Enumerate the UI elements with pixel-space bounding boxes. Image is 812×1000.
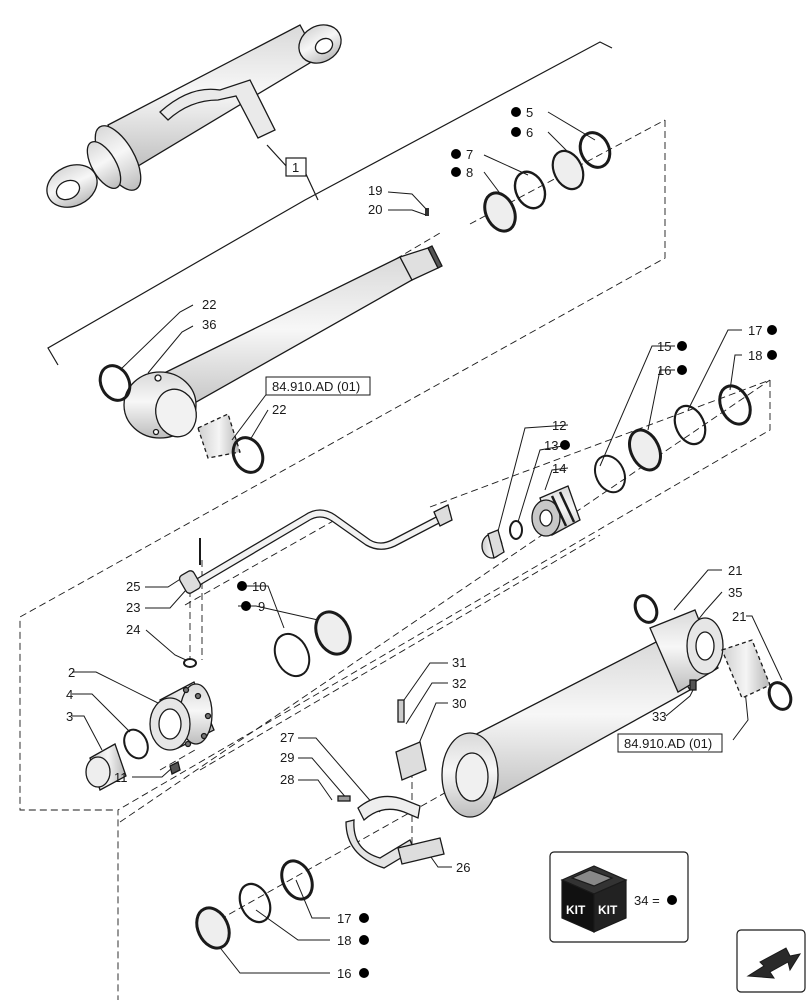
callout-25: 25: [126, 579, 140, 594]
callout-10: 10: [252, 579, 266, 594]
callout-12: 12: [552, 418, 566, 433]
callout-labels: 2 3 4 5 6 7 8 9 10 11 12 13 14 15 16 16 …: [66, 105, 762, 981]
callout-16b: 16: [337, 966, 351, 981]
reference-bottom: 84.910.AD (01): [624, 736, 712, 751]
callout-17b: 17: [337, 911, 351, 926]
callout-4: 4: [66, 687, 73, 702]
next-page-arrow-icon[interactable]: [736, 929, 806, 993]
callout-13: 13: [544, 438, 558, 453]
assembly-bracket: [47, 41, 613, 366]
callout-9: 9: [258, 599, 265, 614]
callout-15: 15: [657, 339, 671, 354]
callout-27: 27: [280, 730, 294, 745]
kit-legend: KIT KIT 34 =: [549, 851, 689, 943]
callout-11: 11: [114, 770, 128, 785]
kit-indicator-dots: [237, 107, 777, 978]
callout-19: 19: [368, 183, 382, 198]
pipe-clamp: [337, 699, 445, 869]
callout-21b: 21: [732, 609, 746, 624]
callout-28: 28: [280, 772, 294, 787]
seal-rings: [98, 131, 793, 950]
callout-21a: 21: [728, 563, 742, 578]
kit-box-icon: [560, 865, 628, 933]
kit-label-right: KIT: [598, 903, 618, 917]
kit-label-left: KIT: [566, 903, 586, 917]
kit-dot: [667, 895, 677, 905]
grease-nipple: [425, 208, 429, 216]
callout-31: 31: [452, 655, 466, 670]
callout-8: 8: [466, 165, 473, 180]
callout-18b: 18: [337, 933, 351, 948]
callout-32: 32: [452, 676, 466, 691]
cylinder-head: [85, 681, 215, 791]
kit-equation: 34 =: [634, 893, 660, 908]
piston-assembly: [481, 485, 581, 560]
callout-16a: 16: [657, 363, 671, 378]
callout-30: 30: [452, 696, 466, 711]
hydraulic-pipe: [178, 504, 453, 594]
callout-2: 2: [68, 665, 75, 680]
callout-5: 5: [526, 105, 533, 120]
callout-3: 3: [66, 709, 73, 724]
assembled-cylinder-drawing: [46, 24, 342, 208]
callout-33: 33: [652, 709, 666, 724]
reference-box-top: [265, 376, 371, 396]
callout-36: 36: [202, 317, 216, 332]
callout-1: 1: [292, 160, 299, 175]
leader-lines: [72, 111, 783, 974]
callout-26: 26: [456, 860, 470, 875]
callout-23: 23: [126, 600, 140, 615]
callout-14: 14: [552, 461, 566, 476]
callout-29: 29: [280, 750, 294, 765]
callout-22b: 22: [272, 402, 286, 417]
callout-22a: 22: [202, 297, 216, 312]
callout-18a: 18: [748, 348, 762, 363]
cylinder-tube: [441, 609, 771, 818]
reference-box-bottom: [617, 733, 723, 753]
callout-17a: 17: [748, 323, 762, 338]
callout-24: 24: [126, 622, 140, 637]
reference-top: 84.910.AD (01): [272, 379, 360, 394]
callout-35: 35: [728, 585, 742, 600]
callout-box-1: [285, 157, 307, 177]
callout-20: 20: [368, 202, 382, 217]
callout-6: 6: [526, 125, 533, 140]
piston-rod: [123, 245, 443, 459]
callout-7: 7: [466, 147, 473, 162]
